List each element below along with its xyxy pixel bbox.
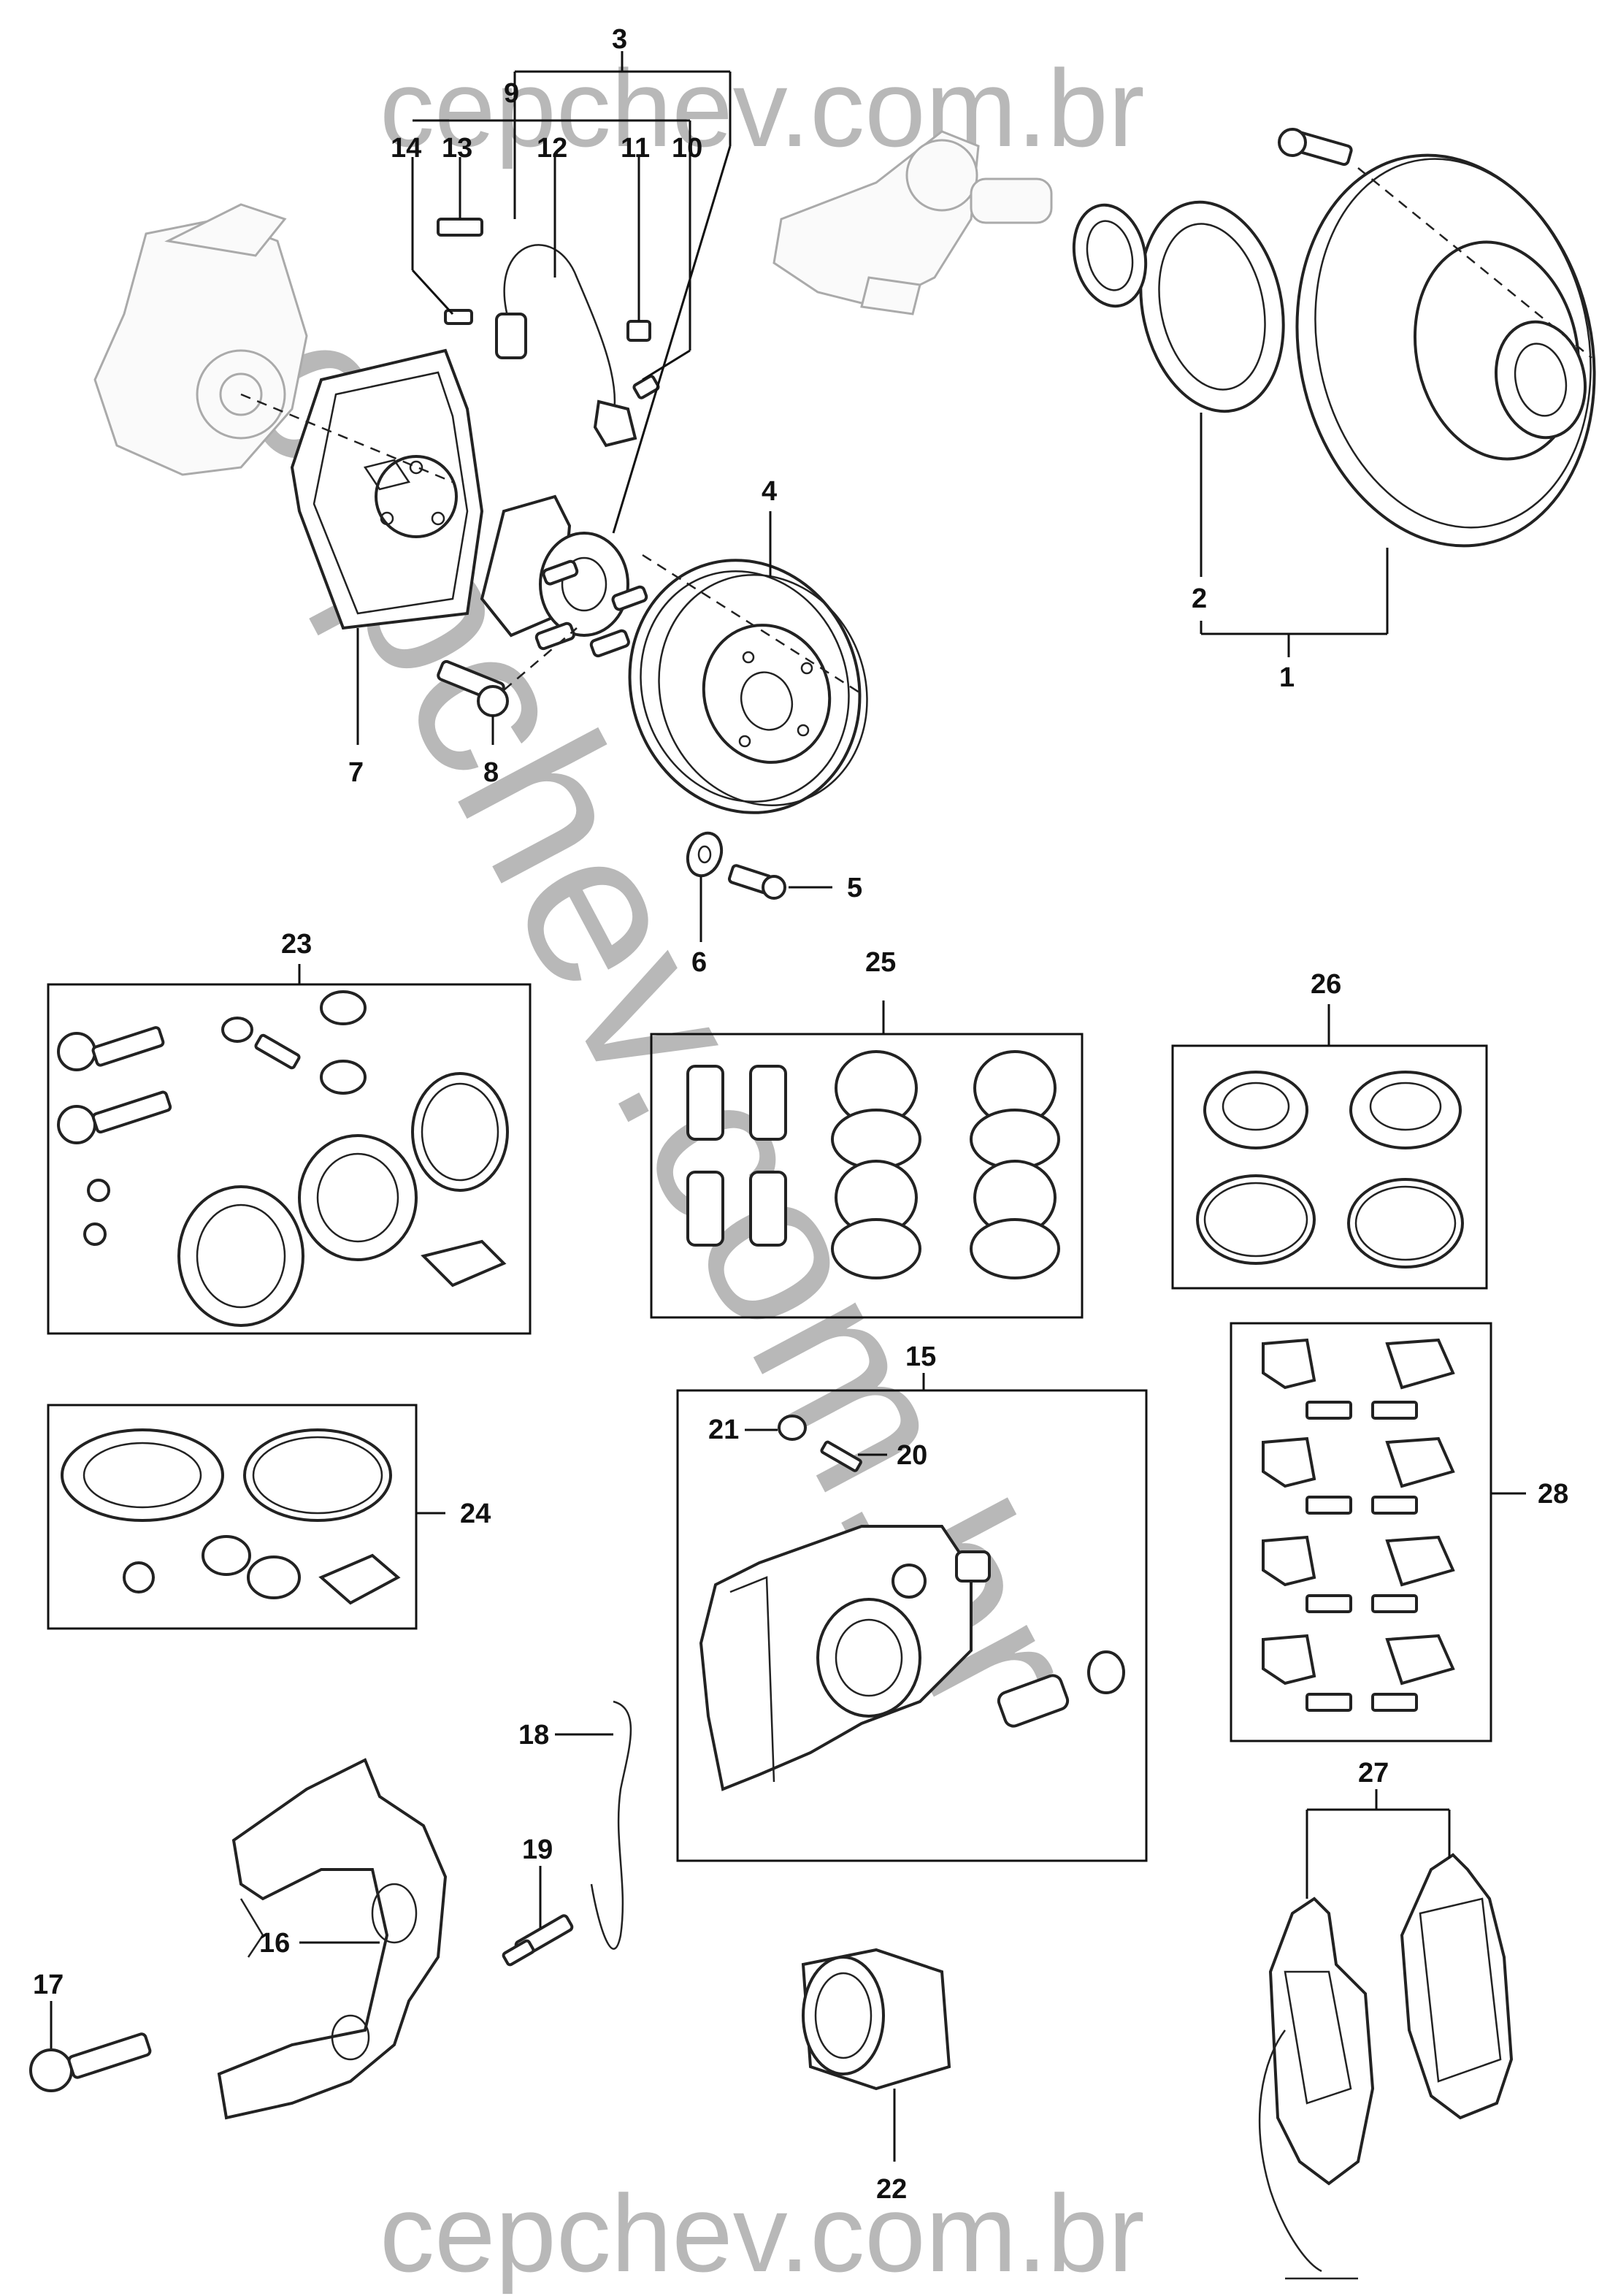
label-20: 20: [897, 1440, 927, 1471]
kit-28-box: [1230, 1322, 1492, 1742]
kit-23-box: [47, 983, 532, 1335]
label-3: 3: [612, 24, 627, 55]
label-16: 16: [259, 1928, 290, 1959]
callout-labels: 3 9 14 13 12 11 10 4 2 1 7 8 5 6 23 25 2…: [33, 24, 1568, 2205]
kit-15-box: [676, 1389, 1148, 1862]
kit-24-box: [47, 1404, 418, 1630]
label-12: 12: [537, 133, 567, 164]
caliper-bracket: [217, 1758, 448, 2120]
brake-disc-vented: [628, 559, 868, 814]
abs-tone-ring: [1139, 200, 1285, 413]
label-18: 18: [518, 1720, 549, 1750]
label-13: 13: [442, 133, 472, 164]
kit-25-box: [650, 1033, 1084, 1319]
wheel-stud-top: [1278, 128, 1353, 167]
anti-rattle-spring: [590, 1700, 632, 1950]
steering-knuckle-left-ghost: [93, 203, 308, 476]
dust-shield: [290, 348, 484, 630]
steering-knuckle-right-ghost: [772, 130, 1053, 315]
hub-bolt: [437, 659, 509, 717]
label-15: 15: [905, 1342, 936, 1372]
label-28: 28: [1538, 1479, 1568, 1509]
guide-pin: [502, 1914, 574, 1967]
brake-caliper: [699, 1415, 1125, 1791]
disc-screw: [727, 864, 786, 900]
kit-23-parts: [57, 990, 509, 1327]
label-22: 22: [876, 2174, 907, 2205]
caliper-piston: [801, 1948, 951, 2091]
label-10: 10: [672, 133, 702, 164]
label-21: 21: [708, 1415, 739, 1445]
abs-sensor-wire: [437, 218, 660, 448]
hub-bearing-assembly: [480, 494, 648, 658]
label-1: 1: [1279, 662, 1295, 693]
brake-pads: [1258, 1853, 1514, 2280]
label-26: 26: [1311, 969, 1341, 1000]
kit-26-parts: [1196, 1071, 1464, 1268]
label-6: 6: [691, 947, 707, 978]
oil-seal-top: [1072, 203, 1148, 308]
bracket-bolt: [29, 2032, 152, 2092]
kit-24-parts: [61, 1428, 401, 1605]
label-25: 25: [865, 947, 896, 978]
label-27: 27: [1358, 1758, 1389, 1788]
label-2: 2: [1192, 583, 1207, 614]
label-19: 19: [522, 1834, 553, 1865]
label-24: 24: [460, 1499, 491, 1529]
label-8: 8: [483, 757, 499, 788]
label-7: 7: [348, 757, 364, 788]
label-11: 11: [621, 133, 650, 164]
label-4: 4: [762, 476, 777, 507]
label-14: 14: [391, 133, 421, 164]
watermark-bottom: cepchev.com.br: [380, 2172, 1145, 2295]
leader-lines: [50, 51, 1526, 2162]
label-23: 23: [281, 929, 312, 960]
label-5: 5: [847, 873, 862, 903]
lock-washer: [686, 831, 724, 878]
label-9: 9: [504, 78, 519, 109]
kit-25-parts: [686, 1050, 1060, 1279]
label-17: 17: [33, 1970, 64, 2000]
disc-hub-assembly: [1295, 153, 1596, 548]
watermark-top: cepchev.com.br: [380, 47, 1145, 169]
kit-28-parts: [1262, 1338, 1455, 1712]
